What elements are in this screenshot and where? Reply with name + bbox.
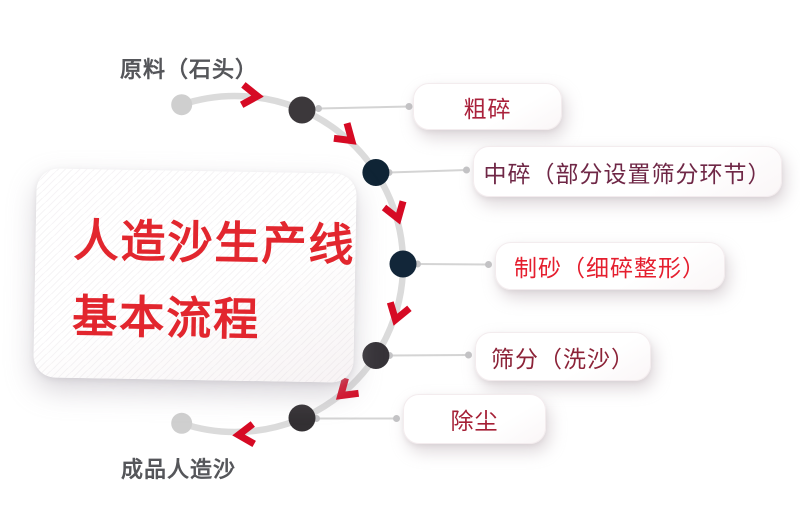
chevron-arrow-icon: [239, 82, 264, 108]
connector-medium-crushing: [385, 166, 470, 176]
connector-line: [388, 169, 467, 174]
step-box-coarse-crushing: 粗碎: [413, 83, 562, 130]
connector-line: [389, 354, 469, 357]
page-title-line2: 基本流程: [71, 289, 261, 347]
connector-line: [417, 263, 489, 266]
page-title-line1: 人造沙生产线: [73, 213, 357, 272]
flow-start-label: 原料（石头）: [120, 57, 259, 82]
connector-dot: [485, 261, 492, 268]
page-title: 人造沙生产线 基本流程: [34, 168, 357, 360]
connector-dot: [315, 105, 322, 112]
step-box-medium-crushing: 中碎（部分设置筛分环节）: [473, 146, 782, 197]
title-card: 人造沙生产线 基本流程: [33, 168, 357, 383]
step-label: 粗碎: [463, 95, 512, 122]
connector-line: [318, 105, 410, 110]
step-node-dot-dust-removal: [288, 404, 316, 432]
connector-screening: [386, 351, 472, 359]
connector-dot: [463, 166, 470, 174]
chevron-arrow-icon: [232, 421, 256, 447]
step-label: 中碎（部分设置筛分环节）: [483, 160, 772, 187]
chevron-arrow-icon: [333, 122, 357, 145]
step-node-dot-medium-crushing: [362, 159, 390, 186]
step-node-dot-coarse-crushing: [288, 96, 316, 124]
step-box-sand-making: 制砂（细碎整形）: [495, 242, 725, 290]
chevron-arrow-icon: [386, 301, 412, 326]
connector-coarse-crushing: [315, 103, 413, 112]
step-label: 筛分（洗沙）: [491, 345, 635, 372]
step-node-dot-sand-making: [389, 250, 417, 278]
step-label: 制砂（细碎整形）: [514, 255, 706, 281]
chevron-arrow-icon: [381, 200, 407, 225]
step-box-dust-removal: 除尘: [403, 394, 546, 444]
flow-start-dot: [171, 94, 193, 116]
connector-dot: [405, 103, 413, 110]
step-label: 除尘: [450, 408, 499, 434]
flow-end-dot: [171, 412, 193, 434]
connector-dot: [393, 415, 400, 422]
flow-end-label: 成品人造沙: [121, 457, 237, 482]
step-node-dot-screening: [362, 342, 390, 369]
step-connectors: [313, 103, 492, 422]
chevron-arrow-icon: [335, 377, 360, 400]
connector-dust-removal: [313, 415, 400, 422]
connector-sand-making: [414, 260, 492, 268]
step-box-screening: 筛分（洗沙）: [475, 332, 651, 381]
connector-dot: [465, 351, 472, 359]
